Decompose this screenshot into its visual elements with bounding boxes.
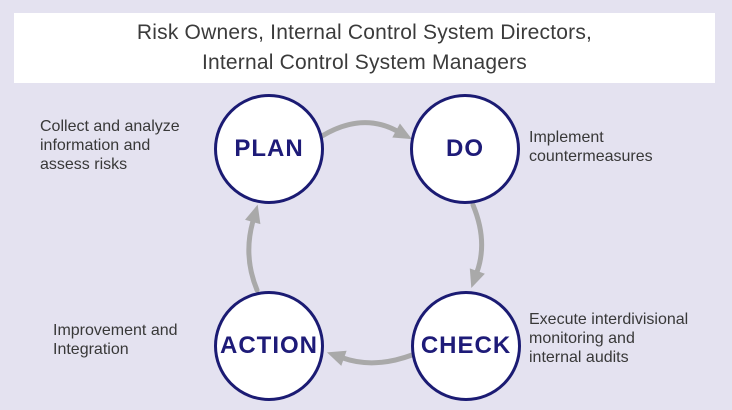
node-plan-label: PLAN xyxy=(234,135,304,162)
node-check-label: CHECK xyxy=(420,332,512,359)
arrow-action-to-plan xyxy=(245,204,261,293)
arrow-check-to-action xyxy=(326,350,415,366)
node-action-label: ACTION xyxy=(220,332,318,359)
node-plan: PLAN xyxy=(214,94,324,204)
arrow-plan-to-do xyxy=(319,120,412,140)
header-line-2: Internal Control System Managers xyxy=(201,51,528,74)
header-banner: Risk Owners, Internal Control System Dir… xyxy=(14,13,715,83)
node-action: ACTION xyxy=(214,291,324,401)
node-do: DO xyxy=(410,94,520,204)
node-check: CHECK xyxy=(411,291,521,401)
description-check: Execute interdivisional monitoring and i… xyxy=(529,311,689,366)
description-plan: Collect and analyze information and asse… xyxy=(40,118,180,173)
description-action: Improvement and Integration xyxy=(53,322,178,358)
header-line-1: Risk Owners, Internal Control System Dir… xyxy=(136,21,593,44)
node-do-label: DO xyxy=(446,135,484,162)
arrow-do-to-check xyxy=(469,202,485,289)
description-do: Implement countermeasures xyxy=(529,129,653,165)
